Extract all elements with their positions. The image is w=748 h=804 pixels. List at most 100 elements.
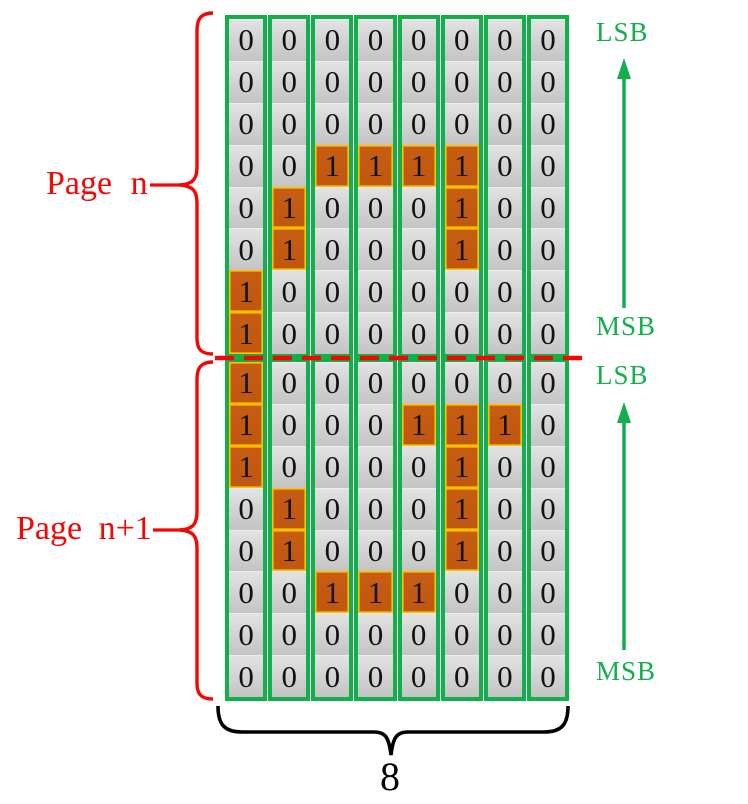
- bit-cell: 0: [229, 102, 264, 145]
- bit-cell: 0: [272, 403, 307, 446]
- bit-cell: 0: [358, 60, 393, 103]
- bit-cell: 0: [530, 228, 565, 271]
- column-count-brace: [216, 705, 570, 756]
- bit-cell: 0: [401, 60, 436, 103]
- bit-cell-set: 1: [401, 571, 436, 614]
- bit-cell: 0: [401, 529, 436, 572]
- bit-cell: 0: [229, 60, 264, 103]
- bit-cell: 0: [487, 613, 522, 656]
- bit-cell: 0: [444, 270, 479, 313]
- bit-cell-set: 1: [229, 270, 264, 313]
- bit-cell: 0: [315, 362, 350, 404]
- bit-cell: 0: [487, 144, 522, 187]
- bit-cell: 0: [315, 228, 350, 271]
- bit-cell: 0: [401, 655, 436, 697]
- bit-cell-set: 1: [315, 144, 350, 187]
- bit-cell: 0: [272, 144, 307, 187]
- bit-cell: 0: [315, 60, 350, 103]
- bit-cell: 0: [358, 487, 393, 530]
- bit-cell: 0: [530, 270, 565, 313]
- bit-cell: 0: [358, 655, 393, 697]
- bit-cell: 0: [272, 19, 307, 61]
- bit-cell: 0: [401, 312, 436, 354]
- bit-cell: 0: [530, 60, 565, 103]
- bit-cell-set: 1: [229, 362, 264, 404]
- page-n1-lsb-label: LSB: [596, 360, 649, 390]
- bit-cell: 0: [315, 270, 350, 313]
- bit-cell-set: 1: [444, 228, 479, 271]
- bit-cell: 0: [272, 362, 307, 404]
- bit-cell: 0: [358, 19, 393, 61]
- bit-cell: 0: [487, 445, 522, 488]
- bit-cell: 0: [401, 613, 436, 656]
- bit-cell: 0: [315, 403, 350, 446]
- bit-cell: 0: [315, 312, 350, 354]
- bit-cell: 0: [401, 228, 436, 271]
- bit-cell: 0: [487, 487, 522, 530]
- bit-cell: 0: [444, 571, 479, 614]
- bit-cell: 0: [487, 186, 522, 229]
- bit-cell-set: 1: [229, 403, 264, 446]
- bit-cell: 0: [358, 529, 393, 572]
- bit-cell-set: 1: [315, 571, 350, 614]
- bit-cell: 0: [487, 270, 522, 313]
- bit-cell: 0: [229, 487, 264, 530]
- bit-cell-set: 1: [401, 403, 436, 446]
- bit-cell-set: 1: [401, 144, 436, 187]
- bit-cell-set: 1: [358, 571, 393, 614]
- bit-cell: 0: [444, 19, 479, 61]
- bit-cell: 0: [530, 613, 565, 656]
- bit-cell: 0: [487, 655, 522, 697]
- bit-cell-set: 1: [272, 186, 307, 229]
- bit-cell: 0: [315, 487, 350, 530]
- bit-cell: 0: [487, 571, 522, 614]
- bit-cell: 0: [530, 403, 565, 446]
- bit-cell: 0: [358, 270, 393, 313]
- bit-cell: 0: [444, 312, 479, 354]
- bit-cell: 0: [401, 270, 436, 313]
- bit-cell: 0: [272, 571, 307, 614]
- page-n-arrowhead-icon: [617, 58, 631, 79]
- bit-cell: 0: [229, 613, 264, 656]
- bit-cell: 0: [272, 270, 307, 313]
- bit-cell: 0: [358, 403, 393, 446]
- bit-cell: 0: [530, 19, 565, 61]
- bit-cell-set: 1: [444, 403, 479, 446]
- bit-cell: 0: [487, 312, 522, 354]
- bit-cell: 0: [358, 312, 393, 354]
- bit-cell: 0: [229, 19, 264, 61]
- bit-cell: 0: [530, 312, 565, 354]
- bit-cell: 0: [401, 362, 436, 404]
- bit-cell-set: 1: [272, 487, 307, 530]
- bit-cell: 0: [272, 60, 307, 103]
- bit-cell-set: 1: [272, 228, 307, 271]
- bit-cell: 0: [444, 613, 479, 656]
- bit-cell: 0: [487, 60, 522, 103]
- bit-cell: 0: [315, 445, 350, 488]
- bit-cell: 0: [401, 487, 436, 530]
- bit-cell: 0: [315, 529, 350, 572]
- bit-cell: 0: [530, 487, 565, 530]
- bit-cell-set: 1: [229, 312, 264, 354]
- page-n-msb-label: MSB: [596, 311, 657, 341]
- bit-cell: 0: [358, 362, 393, 404]
- column-count-label: 8: [380, 754, 400, 799]
- page-n1-brace: [179, 360, 214, 701]
- bit-cell: 0: [358, 228, 393, 271]
- bit-cell: 0: [272, 312, 307, 354]
- bit-cell: 0: [229, 228, 264, 271]
